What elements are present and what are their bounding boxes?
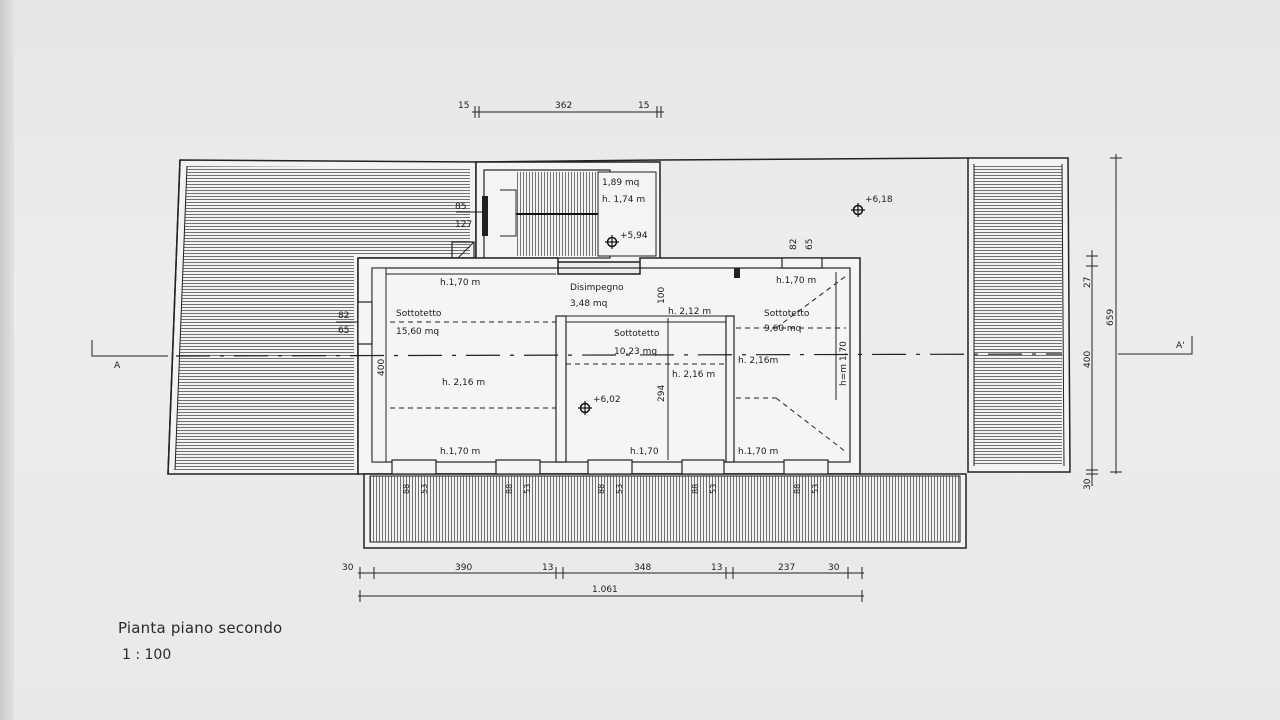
left-dim-85: 85 — [455, 202, 466, 212]
window-mark-65: 65 — [805, 239, 815, 250]
room-right-top-height: h.1,70 m — [776, 276, 816, 286]
bottom-windows — [357, 257, 829, 475]
room-center-area: 10,23 mq — [614, 347, 657, 357]
right-dimension — [1086, 154, 1122, 486]
win3-b: 53 — [615, 484, 624, 494]
disimpegno-height-mark: 100 — [657, 287, 667, 304]
bottom-dim-1: 30 — [342, 563, 354, 573]
window-mark-82: 82 — [789, 239, 799, 250]
balcony — [363, 473, 967, 549]
left-dim-400: 400 — [377, 359, 387, 376]
bottom-dim-7: 30 — [828, 563, 840, 573]
room-center-height: h. 2,16 m — [672, 370, 715, 380]
win3-a: 88 — [597, 484, 606, 494]
room-right-vertical-height: h=m 1,70 — [839, 341, 849, 386]
section-label-left: A — [114, 361, 121, 371]
attic-height-lines — [390, 275, 847, 453]
level-markers — [578, 203, 865, 415]
room-left-bottom-height: h.1,70 m — [440, 447, 480, 457]
room-right-bottom-height: h.1,70 m — [738, 447, 778, 457]
top-dim-left: 15 — [458, 101, 469, 111]
drawing-caption: Pianta piano secondo 1 : 100 — [118, 619, 282, 663]
disimpegno-name: Disimpegno — [570, 283, 624, 293]
room-left-height: h. 2,16 m — [442, 378, 485, 388]
bottom-dim-3: 13 — [542, 563, 553, 573]
main-floor-walls — [357, 257, 861, 475]
bottom-dim-4: 348 — [634, 563, 651, 573]
left-dim-82: 82 — [338, 311, 349, 321]
room-center-bottom-height: h.1,70 — [630, 447, 659, 457]
right-roof-area — [967, 157, 1071, 473]
left-dim-127: 127 — [455, 220, 472, 230]
room-right-name: Sottotetto — [764, 309, 810, 319]
internal-dimension-lines — [385, 272, 837, 462]
win4-a: 88 — [691, 484, 700, 494]
right-dim-top: 27 — [1083, 277, 1093, 288]
top-dim-right: 15 — [638, 101, 649, 111]
room-center-top-height: h. 2,12 m — [668, 307, 711, 317]
win2-a: 88 — [505, 484, 514, 494]
bottom-dim-5: 13 — [711, 563, 722, 573]
roof-level: +6,18 — [865, 195, 893, 205]
room-right-height: h. 2,16m — [738, 356, 778, 366]
bottom-dim-total: 1.061 — [592, 585, 618, 595]
room-left-name: Sottotetto — [396, 309, 442, 319]
bottom-dim-6: 237 — [778, 563, 795, 573]
top-dimension — [472, 106, 664, 118]
stair-area: 1,89 mq — [602, 178, 639, 188]
drawing-title: Pianta piano secondo — [118, 619, 283, 637]
room-right-area: 9,60 mq — [764, 324, 801, 334]
bottom-window-marks: 88 53 88 53 88 53 88 53 88 53 — [402, 484, 820, 494]
bottom-dim-2: 390 — [455, 563, 472, 573]
top-dim-center: 362 — [555, 101, 572, 111]
right-dim-bottom: 30 — [1083, 478, 1093, 490]
drawing-scale: 1 : 100 — [122, 647, 172, 663]
right-dim-middle: 400 — [1083, 351, 1093, 368]
stair-level: +5,94 — [620, 231, 648, 241]
bottom-dimension — [358, 567, 864, 602]
win4-b: 53 — [709, 484, 718, 494]
win5-b: 53 — [811, 484, 820, 494]
room-left-area: 15,60 mq — [396, 327, 439, 337]
section-label-right: A' — [1176, 341, 1185, 351]
room-center-name: Sottotetto — [614, 329, 660, 339]
win1-b: 53 — [420, 484, 429, 494]
left-roof-area — [167, 159, 477, 475]
win2-b: 53 — [523, 484, 532, 494]
stair-core — [451, 161, 661, 265]
disimpegno-area: 3,48 mq — [570, 299, 607, 309]
monitor-bezel — [0, 0, 14, 720]
room-center-level: +6,02 — [593, 395, 621, 405]
right-dim-total: 659 — [1106, 309, 1116, 326]
win5-a: 88 — [793, 484, 802, 494]
left-dim-65: 65 — [338, 326, 349, 336]
room-left-top-height: h.1,70 m — [440, 278, 480, 288]
stair-height: h. 1,74 m — [602, 195, 645, 205]
room-center-depth: 294 — [657, 385, 667, 402]
win1-a: 88 — [402, 484, 411, 494]
section-line: A A' — [91, 336, 1193, 371]
